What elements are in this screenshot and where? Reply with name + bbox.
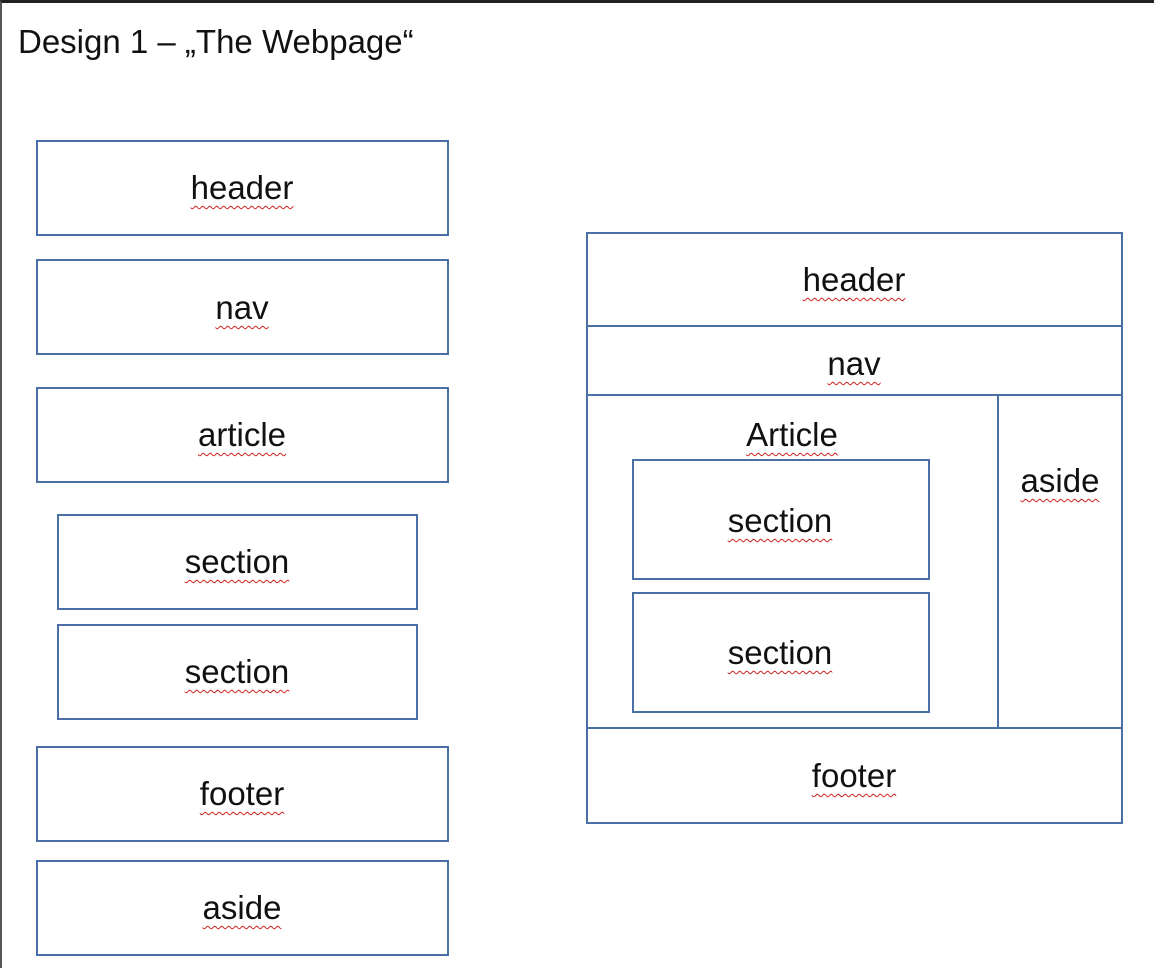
layout-section-box-2 [632,592,930,713]
layout-section-label-1: section [727,502,833,539]
left-article-box [36,387,449,483]
layout-article-label: Article [746,416,838,453]
left-footer-label: footer [199,775,285,812]
left-aside-label: aside [202,889,282,926]
left-section-box-1 [57,514,418,610]
left-header-label: header [190,169,294,206]
layout-section-box-1 [632,459,930,580]
left-nav-box [36,259,449,355]
layout-aside-label: aside [1020,462,1100,499]
left-section-label-1: section [184,543,290,580]
page-title: Design 1 – „The Webpage“ [18,23,414,60]
aside-divider [997,394,999,729]
nav-divider [586,394,1123,396]
left-article-label: article [197,416,287,453]
left-aside-box [36,860,449,956]
layout-nav-label: nav [827,345,881,382]
left-footer-box [36,746,449,842]
header-divider [586,325,1123,327]
layout-section-label-2: section [727,634,833,671]
left-section-box-2 [57,624,418,720]
left-header-box [36,140,449,236]
layout-header-label: header [802,261,906,298]
layout-footer-label: footer [811,757,897,794]
left-nav-label: nav [215,289,269,326]
left-section-label-2: section [184,653,290,690]
footer-divider [586,727,1123,729]
